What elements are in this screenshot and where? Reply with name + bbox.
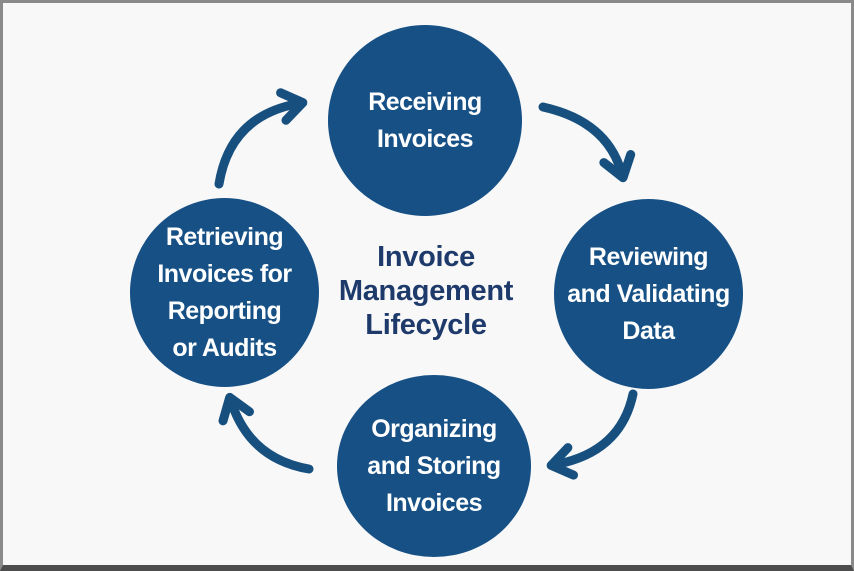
cycle-arrows: [214, 88, 638, 480]
arrow-receiving-to-reviewing: [538, 102, 636, 183]
diagram-title: Invoice Management Lifecycle: [338, 241, 514, 341]
stage-circle-organizing-storing-invoices: Organizing and Storing Invoices: [337, 375, 531, 557]
arrow-reviewing-to-organizing: [546, 389, 638, 480]
stage-label-organizing-storing-invoices: Organizing and Storing Invoices: [367, 414, 501, 517]
diagram-canvas: Receiving Invoices Reviewing and Validat…: [3, 3, 851, 565]
stage-label-reviewing-validating-data: Reviewing and Validating Data: [567, 242, 730, 345]
stage-circle-reviewing-validating-data: Reviewing and Validating Data: [554, 199, 743, 389]
arrow-retrieving-to-receiving: [214, 88, 308, 189]
stage-circle-retrieving-invoices: Retrieving Invoices for Reporting or Aud…: [130, 198, 319, 387]
stage-label-receiving-invoices: Receiving Invoices: [368, 87, 482, 153]
stage-circle-receiving-invoices: Receiving Invoices: [328, 25, 522, 216]
stage-label-retrieving-invoices: Retrieving Invoices for Reporting or Aud…: [157, 222, 292, 362]
arrow-organizing-to-retrieving: [218, 392, 314, 474]
